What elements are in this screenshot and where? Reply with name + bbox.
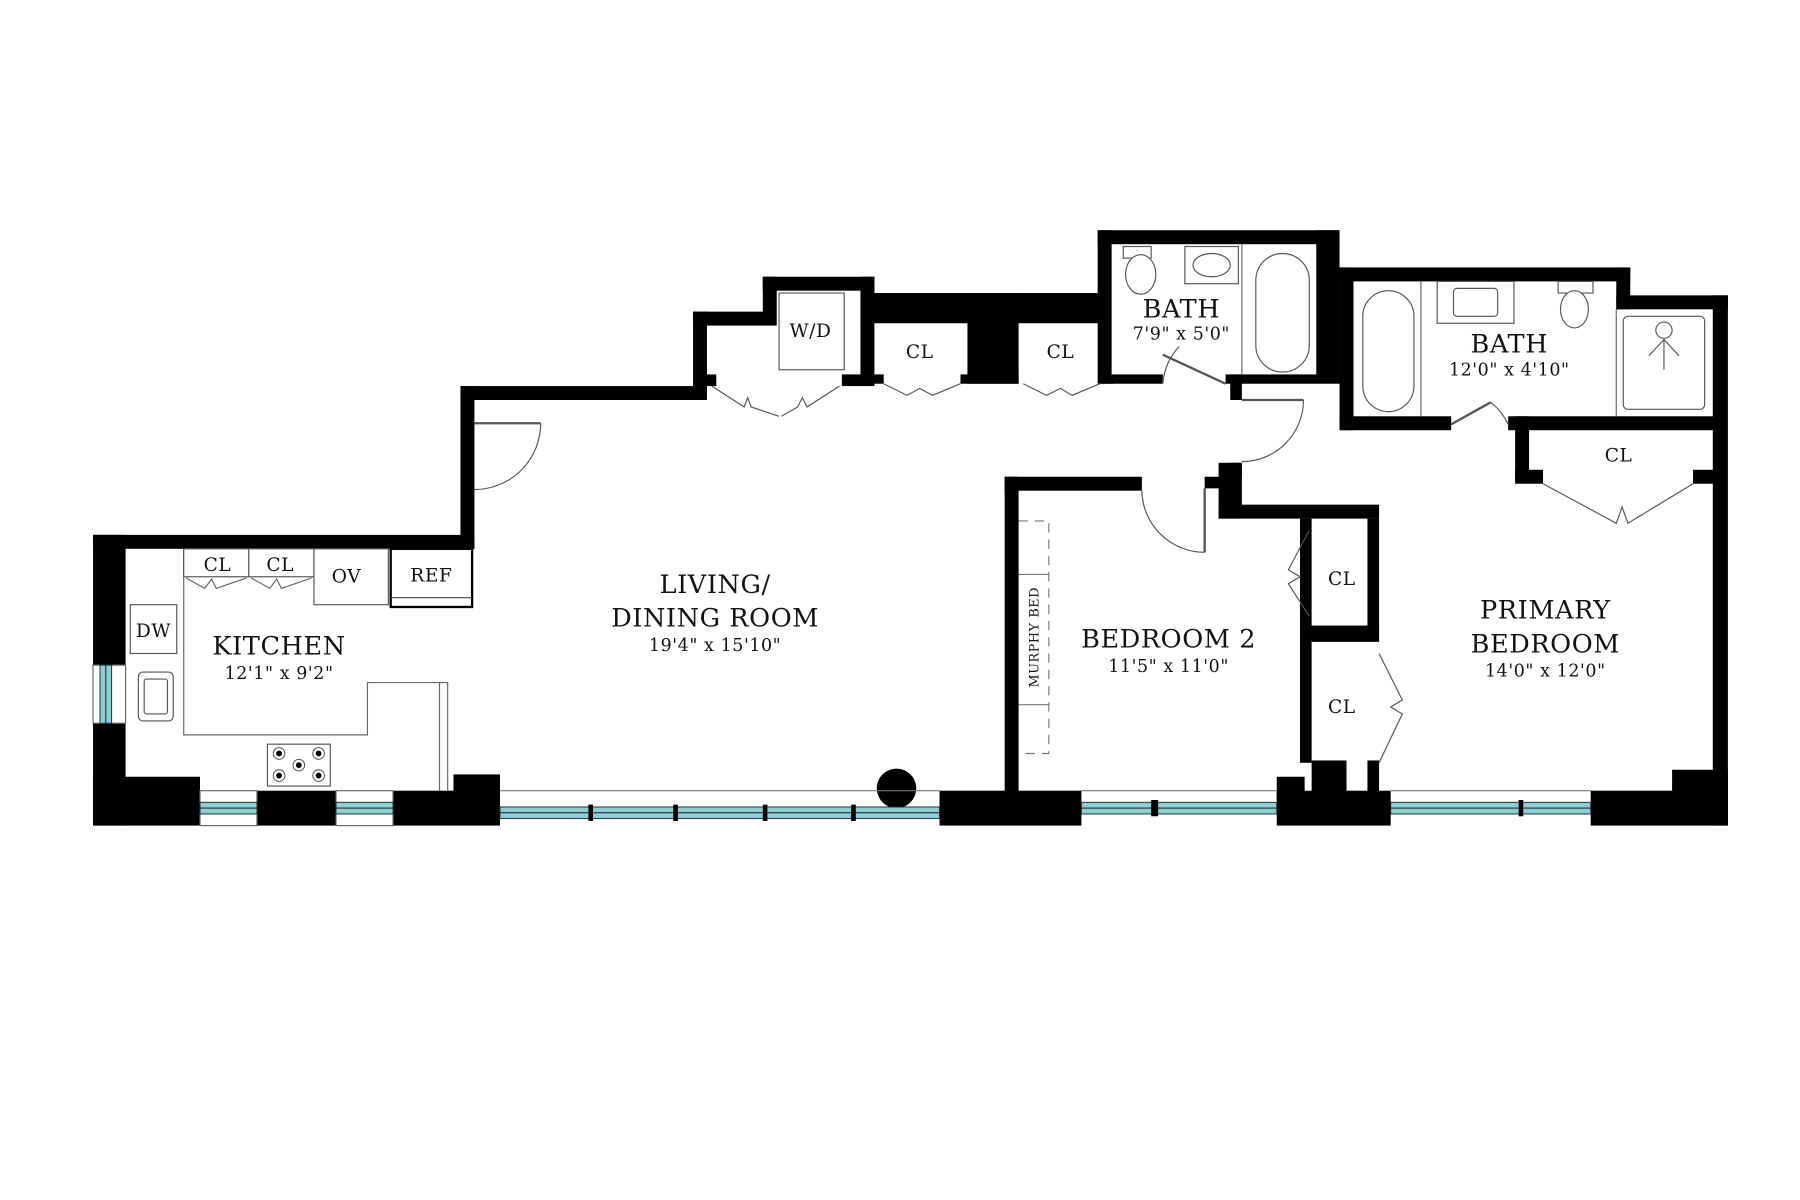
kitchen-fixtures	[129, 547, 474, 791]
bath2-dims: 12'0" x 4'10"	[1449, 361, 1570, 381]
kitchen-label: KITCHEN	[212, 632, 345, 662]
kitchen-dims: 12'1" x 9'2"	[225, 664, 334, 684]
walls	[93, 230, 1728, 826]
dishwasher-label: DW	[136, 621, 171, 642]
closet-label: CL	[1328, 697, 1356, 718]
primary-label-line2: BEDROOM	[1471, 629, 1620, 659]
bath-fixtures	[778, 244, 1706, 417]
living-label-line2: DINING ROOM	[611, 604, 819, 634]
closet-label: CL	[1605, 446, 1633, 467]
windows	[92, 664, 1592, 827]
closet-label: CL	[204, 555, 232, 576]
living-label-line1: LIVING/	[660, 570, 771, 600]
murphy-bed-label: MURPHY BED	[1027, 587, 1042, 688]
closet-label: CL	[1328, 569, 1356, 590]
refrigerator-label: REF	[410, 565, 452, 586]
primary-label-line1: PRIMARY	[1480, 596, 1611, 626]
washer-dryer-label: W/D	[789, 321, 831, 342]
closet-label: CL	[906, 342, 934, 363]
doors	[474, 346, 1694, 764]
labels: KITCHEN 12'1" x 9'2" LIVING/ DINING ROOM…	[136, 294, 1633, 718]
primary-dims: 14'0" x 12'0"	[1485, 662, 1606, 682]
closet-label: CL	[266, 555, 294, 576]
bath2-label: BATH	[1471, 329, 1549, 359]
murphy-bed	[1018, 520, 1050, 755]
bedroom2-dims: 11'5" x 11'0"	[1108, 657, 1229, 677]
living-dims: 19'4" x 15'10"	[649, 636, 781, 656]
closet-label: CL	[1047, 342, 1075, 363]
bath1-label: BATH	[1143, 294, 1221, 324]
oven-label: OV	[332, 567, 362, 588]
bedroom2-label: BEDROOM 2	[1081, 625, 1256, 655]
bath1-dims: 7'9" x 5'0"	[1133, 325, 1230, 345]
